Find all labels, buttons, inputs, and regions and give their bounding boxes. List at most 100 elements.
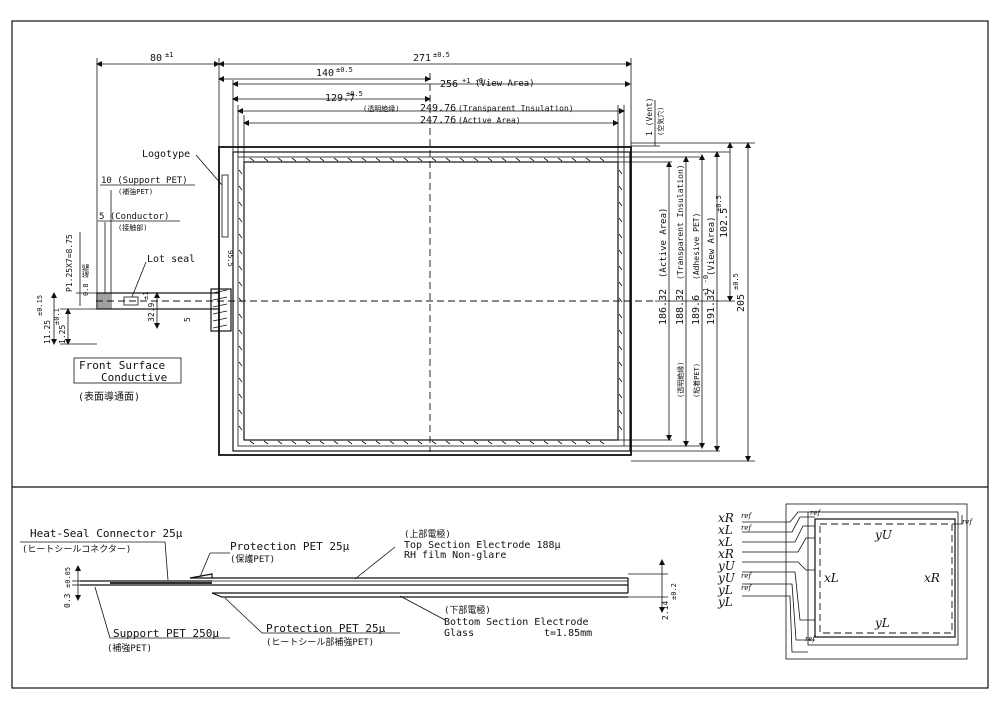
edge-hatching [238, 157, 623, 445]
wiring-label-yL: yL [874, 616, 890, 630]
heat-seal-label: Heat-Seal Connector 25μ [30, 527, 183, 540]
transparent-insulation-outline [237, 156, 625, 447]
dim-1896-label: (Adhesive PET) [692, 213, 701, 280]
dim-1025: 102.5 [719, 208, 730, 238]
prot-pet-bot-jp: (ヒートシール部補強PET) [266, 636, 374, 648]
conductor-label: 5 (Conductor) [99, 212, 169, 222]
dim-271-tol: ±0.5 [433, 51, 450, 59]
glass-thickness: t=1.85mm [544, 628, 592, 639]
connector-contacts [96, 292, 112, 310]
wiring-pin-suffix-5: ref [741, 572, 752, 580]
prot-pet-top-jp: (保護PET) [230, 553, 275, 565]
prot-pet-bot-label: Protection PET 25μ [266, 622, 386, 635]
wiring-ref-right: ref [962, 518, 973, 526]
dim-1896: 189.6 [691, 295, 702, 325]
front-surface-line2: Conductive [101, 371, 167, 384]
top-electrode-label: Top Section Electrode 188μ [404, 540, 561, 551]
connector-block [210, 288, 232, 332]
d214-label: 2.14 [661, 601, 670, 620]
support-pet-jp: (補強PET) [118, 187, 153, 196]
wiring-pin-xR: xR [718, 547, 734, 561]
dim-256-label: (View Area) [475, 79, 535, 89]
support-pet-label-bottom: Support PET 250μ [113, 627, 219, 640]
connector-block-hatch [212, 289, 228, 329]
dim-129: 129.7 [325, 93, 355, 104]
wiring-pin-yU-ref: yU [717, 571, 736, 585]
dim-140-tol: ±0.5 [336, 66, 353, 74]
d5-label: 5 [183, 317, 192, 322]
conductor-jp: (接触部) [118, 223, 147, 232]
horizontal-dimensions: 80 ±1 271 ±0.5 140 ±0.5 256 +1 -0 (View … [96, 51, 632, 294]
drawing-frame [11, 20, 989, 689]
d1125-label: 11.25 [43, 320, 52, 344]
dim-249-label: (Transparent Insulation) [458, 104, 574, 113]
dim-1913: 191.32 [706, 289, 717, 325]
dim-205: 205 [736, 294, 747, 312]
dim-1913-label: (View Area) [707, 216, 717, 276]
support-pet-label: 10 (Support PET) [101, 176, 188, 186]
lot-seal-box [123, 296, 139, 306]
bottom-electrode-label: Bottom Section Electrode [444, 617, 589, 628]
d03-label: 0.3 [63, 593, 72, 608]
front-surface-note: Front Surface Conductive (表面導通面) [73, 357, 182, 403]
wiring-inner-3 [819, 523, 953, 634]
upper-electrode-jp: (上部電極) [404, 528, 451, 540]
wiring-pin-suffix-0: ref [741, 512, 752, 520]
lot-seal-label: Lot seal [147, 254, 195, 265]
logotype-strip [221, 174, 229, 238]
vent-jp: (空気穴) [656, 107, 665, 136]
prot-pet-top-label: Protection PET 25μ [230, 540, 350, 553]
dim-247-label: (Active Area) [458, 116, 521, 125]
front-surface-jp: (表面導通面) [78, 390, 140, 403]
wiring-pin-yL-ref: yL [717, 583, 733, 597]
front-surface-box [73, 357, 182, 384]
dim-205-tol: ±0.5 [732, 273, 740, 290]
dim-1896-jp: (粘着PET) [692, 363, 701, 398]
view-area-outline [232, 151, 631, 452]
lot-seal-leader [131, 261, 147, 298]
wiring-pin-xL-ref: xL [718, 523, 733, 537]
d1125-tol: ±0.15 [36, 295, 44, 316]
section-view: 2.14 ±0.2 0.3 ±0.05 Heat-Seal Connector … [20, 527, 678, 654]
dim-129-tol: ±0.5 [346, 90, 363, 98]
front-surface-line1: Front Surface [79, 359, 165, 372]
wiring-diagram: xR ref xL ref xL xR yU yU ref yL ref yL … [717, 503, 973, 660]
wiring-pin-yL: yL [717, 595, 733, 609]
wiring-pin-xR-ref: xR [718, 511, 734, 525]
wiring-label-yU: yU [874, 528, 893, 542]
wiring-inner-1 [807, 511, 959, 646]
logotype-leader [195, 154, 223, 186]
dim-1883-jp: (透明絶縁) [676, 362, 685, 398]
wiring-label-xL: xL [824, 571, 839, 585]
dim-1025-tol: ±0.5 [715, 195, 723, 212]
wiring-pin-yU: yU [717, 559, 736, 573]
dim-1863-label: (Active Area) [659, 208, 669, 278]
dim-1883-label: (Transparent Insulation) [676, 164, 685, 280]
support-pet-jp-bottom: (補強PET) [107, 642, 152, 654]
d214-tol: ±0.2 [670, 583, 678, 600]
heat-seal-jp: (ヒートシールコネクター) [22, 544, 131, 555]
dim-271: 271 [413, 53, 431, 64]
vent-label: 1 (Vent) [645, 97, 654, 136]
wiring-traces [742, 511, 963, 653]
d08-jp: 端幅 [81, 264, 90, 278]
dim-1913-tol: +1 -0 [702, 275, 710, 296]
dim-80: 80 [150, 53, 162, 64]
dim-1863: 186.32 [658, 289, 669, 325]
panel-top-view: Logotype 95.5 Lot seal [96, 73, 655, 456]
dim-1883: 188.32 [675, 289, 686, 325]
d125-label: 1.25 [58, 325, 67, 344]
d125-tol: ±0.1 [53, 308, 61, 325]
dim-249-jp: (透明絶縁) [363, 104, 399, 113]
wiring-ref-top: ref [810, 509, 821, 517]
rh-film-label: RH film Non-glare [404, 550, 506, 561]
d08-label: 0.8 [82, 283, 90, 296]
wiring-outer [785, 503, 968, 660]
vertical-dimensions: 1 (Vent) (空気穴) 205 ±0.5 102.5 ±0.5 191.3… [618, 97, 755, 462]
dim-80-tol: ±1 [165, 51, 173, 59]
wiring-pin-suffix-6: ref [741, 584, 752, 592]
d03-tol: ±0.05 [64, 567, 72, 588]
dim-95-label: 95.5 [226, 250, 234, 267]
dim-256-tol: +1 -0 [462, 77, 483, 85]
